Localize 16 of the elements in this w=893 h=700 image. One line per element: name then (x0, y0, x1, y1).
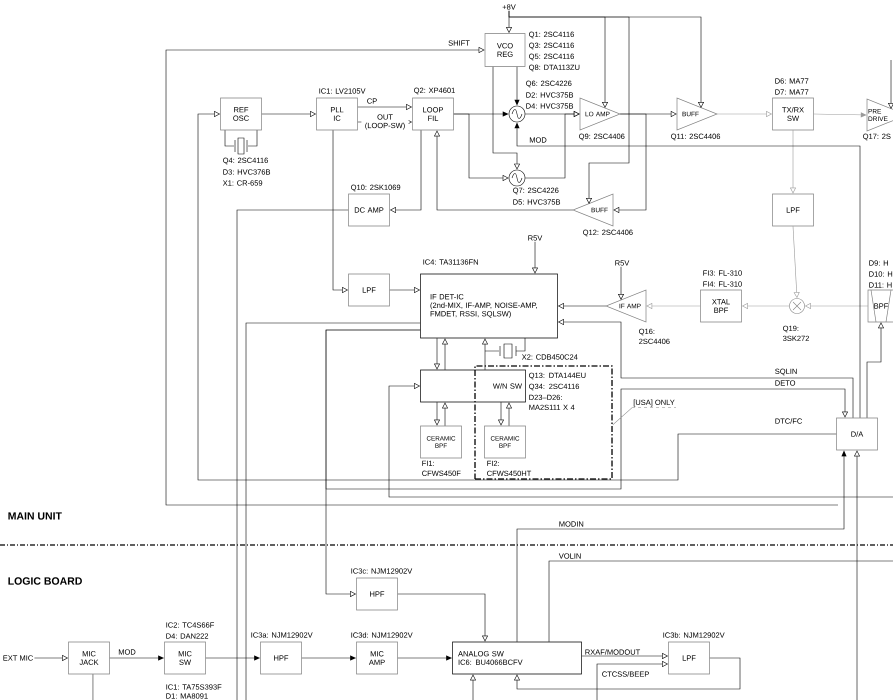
leader-line (612, 407, 632, 426)
connector-line (236, 210, 348, 700)
oscillator-symbol (508, 106, 526, 122)
section-title: LOGIC BOARD (8, 577, 82, 585)
mixer-symbol (789, 298, 805, 314)
connector-line (246, 322, 420, 700)
connector-line (548, 560, 893, 642)
arrow (166, 46, 838, 506)
arrow (198, 110, 836, 480)
connector-line (92, 674, 94, 700)
arrow (514, 658, 740, 690)
oscillator-symbol (508, 170, 526, 186)
dash-dot-outline (474, 365, 613, 480)
arrow (508, 10, 630, 204)
arrow (388, 382, 893, 498)
section-title: MAIN UNIT (8, 512, 62, 520)
